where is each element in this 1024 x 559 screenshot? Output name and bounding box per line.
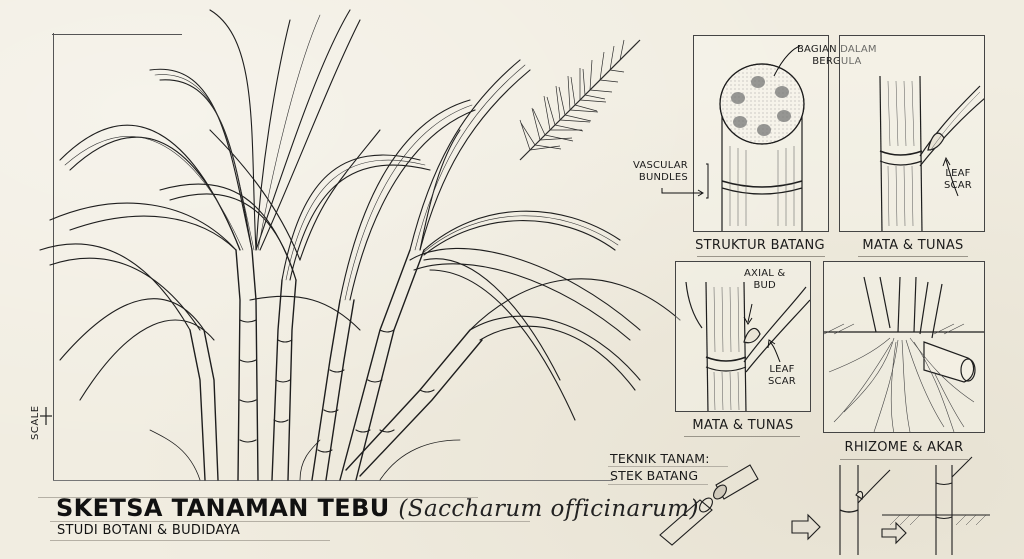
frame-top-line <box>52 34 182 35</box>
technique-title-line2: STEK BATANG <box>610 468 699 483</box>
sugarcane-plant-illustration <box>39 9 681 481</box>
caption-bud-bottom: MATA & TUNAS <box>692 418 794 433</box>
panel-stem-structure <box>693 35 829 232</box>
frame-bottom-line <box>53 480 613 481</box>
subtitle-rule <box>50 540 330 541</box>
callout-leaf-scar-top: LEAF SCAR <box>944 168 972 191</box>
caption-stem-structure: STRUKTUR BATANG <box>695 238 825 253</box>
scientific-name: (Saccharum officinarum) <box>398 496 699 522</box>
caption-rhizome: RHIZOME & AKAR <box>844 440 964 455</box>
vascular-arrow-icon <box>661 163 709 199</box>
callout-axial-bud: AXIAL & BUD <box>744 268 786 291</box>
technique-underline <box>608 466 728 467</box>
scale-tick-icon <box>40 407 52 425</box>
frame-left-line <box>53 33 54 481</box>
title-top-rule <box>38 497 478 498</box>
title-main-text: SKETSA TANAMAN TEBU <box>56 494 390 522</box>
panel-bud-top <box>839 35 985 232</box>
panel-rhizome <box>823 261 985 433</box>
axial-bud-illustration <box>685 281 810 411</box>
rhizome-roots-illustration <box>824 276 984 432</box>
caption-underline <box>697 256 825 257</box>
callout-leaf-scar-bottom: LEAF SCAR <box>768 364 796 387</box>
panel-bud-bottom <box>675 261 811 412</box>
technique-underline <box>608 484 708 485</box>
callout-vascular-bundles: VASCULAR BUNDLES <box>633 160 688 183</box>
stem-cutting-steps-illustration <box>659 456 990 555</box>
stem-cross-section-illustration <box>719 45 805 231</box>
caption-underline <box>684 436 800 437</box>
title-mid-rule <box>50 521 530 522</box>
page-subtitle: STUDI BOTANI & BUDIDAYA <box>57 523 241 538</box>
caption-underline <box>858 256 968 257</box>
caption-underline <box>840 459 968 460</box>
technique-title-line1: TEKNIK TANAM: <box>610 451 710 466</box>
page-title: SKETSA TANAMAN TEBU (Saccharum officinar… <box>56 494 699 522</box>
bud-node-illustration <box>879 75 984 231</box>
caption-bud-top: MATA & TUNAS <box>862 238 964 253</box>
callout-inner-sugary: BAGIAN DALAM BERGULA <box>797 44 877 67</box>
